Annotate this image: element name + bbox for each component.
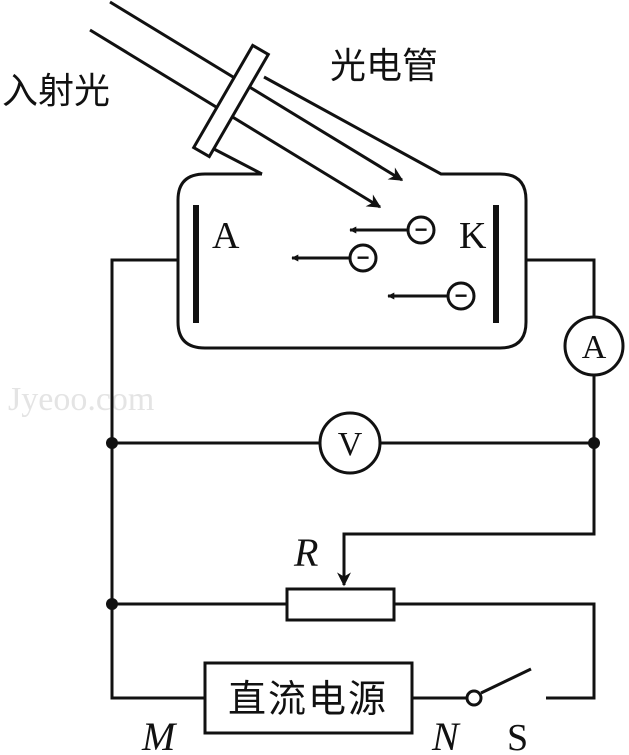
incident-light-rays <box>89 0 404 209</box>
rheostat <box>285 587 396 622</box>
svg-text:−: − <box>415 217 428 242</box>
phototube-label: 光电管 <box>330 46 438 87</box>
ammeter-label: A <box>582 329 607 366</box>
watermark: Jyeoo.com <box>8 381 154 418</box>
phototube-body <box>176 75 528 350</box>
anode-label: A <box>212 215 240 257</box>
voltmeter: V <box>318 411 382 475</box>
cathode-label: K <box>459 215 487 257</box>
junction-dot <box>106 437 118 449</box>
junction-dot <box>588 437 600 449</box>
terminal-n-label: N <box>431 714 461 755</box>
electron: − <box>349 215 436 245</box>
incident-light-label: 入射光 <box>2 71 110 112</box>
light-ray-lower <box>89 28 382 209</box>
rheostat-label: R <box>293 530 318 575</box>
svg-text:−: − <box>455 283 468 308</box>
voltmeter-label: V <box>338 426 363 463</box>
switch-label: S <box>507 717 528 755</box>
light-ray-upper <box>109 0 404 182</box>
switch-pivot <box>465 689 483 707</box>
terminal-m-label: M <box>141 714 178 755</box>
electron: − <box>387 281 476 311</box>
junction-dot <box>106 598 118 610</box>
phototube-window <box>191 43 271 159</box>
svg-text:−: − <box>357 245 370 270</box>
dc-power-supply <box>203 661 414 735</box>
electron: − <box>291 243 378 273</box>
power-supply-label: 直流电源 <box>228 677 388 721</box>
circuit-wires <box>110 258 596 700</box>
ammeter: A <box>563 315 625 377</box>
